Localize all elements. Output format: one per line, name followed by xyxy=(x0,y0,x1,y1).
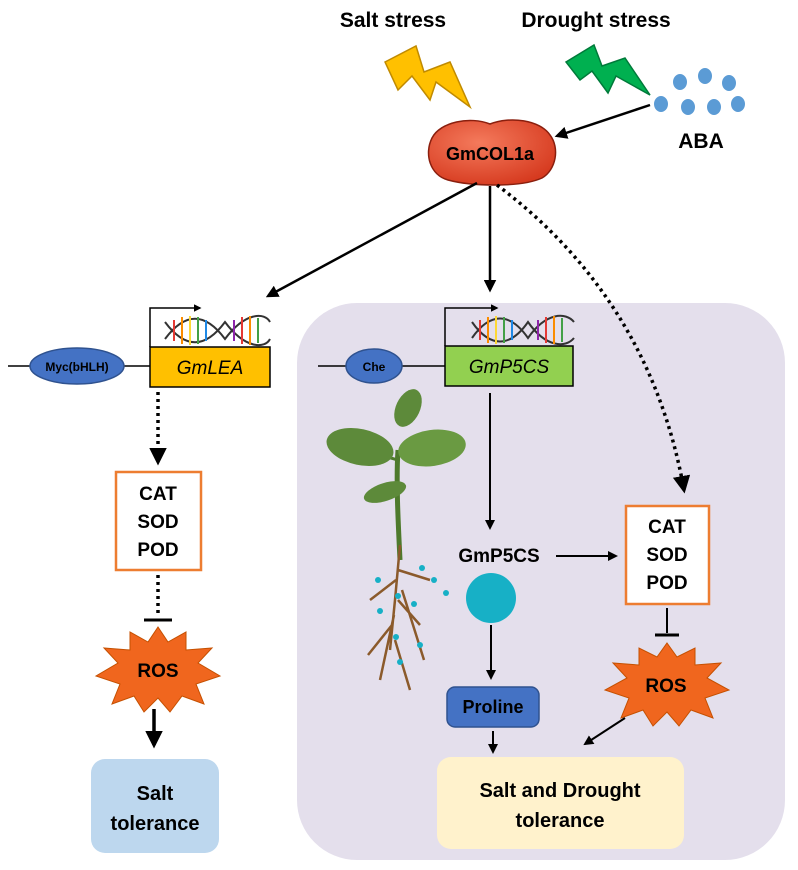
ros-to-tolerance-arrow xyxy=(583,717,626,746)
salt-tolerance-box xyxy=(91,759,219,853)
gmp5cs-protein-circle xyxy=(466,573,516,623)
che-factor xyxy=(345,348,403,384)
arrow-to-gmlea xyxy=(265,181,478,298)
soybean-plant-icon xyxy=(326,389,466,691)
gmlea-dna-icon xyxy=(164,314,271,347)
left-enzyme-sod: SOD xyxy=(137,512,178,533)
left-ros-label: ROS xyxy=(137,661,178,682)
gmcol1a-node xyxy=(427,119,557,186)
gmlea-gene-label: GmLEA xyxy=(177,358,244,379)
aba-label: ABA xyxy=(678,130,724,153)
left-enzyme-cat: CAT xyxy=(139,484,177,505)
left-enzymes-box xyxy=(114,470,203,572)
drought-stress-label: Drought stress xyxy=(521,9,670,32)
gmlea-promoter-arrow xyxy=(149,304,202,347)
aba-arrow xyxy=(554,103,651,139)
left-ros-burst-icon xyxy=(94,626,222,713)
right-enzyme-cat: CAT xyxy=(648,517,686,538)
left-enzyme-pod: POD xyxy=(137,540,178,561)
salt-tolerance-line2: tolerance xyxy=(111,813,200,835)
salt-tolerance-line1: Salt xyxy=(137,783,174,805)
che-factor-label: Che xyxy=(363,360,386,374)
salt-drought-tolerance-box xyxy=(437,757,684,849)
right-enzyme-sod: SOD xyxy=(646,545,687,566)
dotted-arrow-to-enzymes xyxy=(495,183,691,494)
right-ros-label: ROS xyxy=(645,676,686,697)
gmlea-gene-box xyxy=(149,346,271,388)
salt-lightning-icon xyxy=(384,44,472,110)
right-enzyme-pod: POD xyxy=(646,573,687,594)
salt-drought-tolerance-line2: tolerance xyxy=(516,810,605,832)
gmcol1a-label: GmCOL1a xyxy=(446,144,535,164)
proline-label: Proline xyxy=(462,697,523,717)
myc-factor xyxy=(29,347,125,385)
gmp5cs-gene-label: GmP5CS xyxy=(469,357,550,378)
gmp5cs-protein-label: GmP5CS xyxy=(458,546,539,567)
right-ros-burst-icon xyxy=(603,642,731,727)
right-enzymes-box xyxy=(624,504,711,606)
aba-molecules-icon xyxy=(654,68,745,115)
salt-stress-label: Salt stress xyxy=(340,9,446,32)
salt-drought-tolerance-line1: Salt and Drought xyxy=(479,780,640,802)
gmp5cs-dna-icon xyxy=(471,314,575,346)
proline-box xyxy=(446,686,540,728)
gmp5cs-gene-box xyxy=(444,345,574,387)
drought-lightning-icon xyxy=(564,43,651,96)
myc-factor-label: Myc(bHLH) xyxy=(45,360,108,374)
gmp5cs-promoter-arrow xyxy=(444,304,499,346)
